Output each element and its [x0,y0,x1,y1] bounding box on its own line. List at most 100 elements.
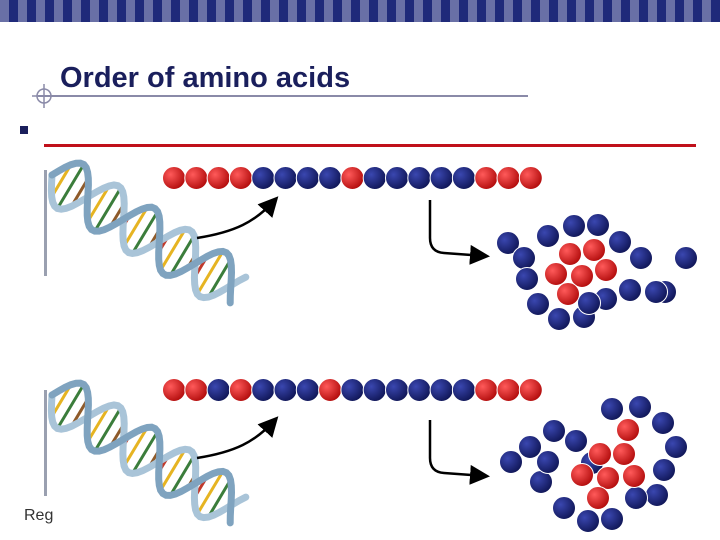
amino-acid-blue [577,291,601,315]
bullet-square-icon [20,126,28,134]
amino-acid-red [228,378,253,402]
header-checker-pattern [0,0,720,22]
dna-base-pair [93,187,123,232]
amino-acid-blue [629,246,653,270]
amino-acid-blue [385,378,409,402]
footer-text: Reg [24,507,54,524]
amino-acid-blue [562,214,586,238]
dna-base-pair [131,210,159,255]
dna-base-pair [196,470,225,515]
amino-acid-blue [295,166,320,190]
amino-acid-blue [407,378,432,402]
amino-acid-red [162,166,186,190]
amino-acid-red [622,464,646,488]
amino-acid-red [556,282,580,306]
bent-arrow-icon [428,200,490,265]
amino-acid-blue [536,450,560,474]
amino-acid-red [544,262,568,286]
amino-acid-blue [340,378,365,402]
dna-base-pair [196,250,225,295]
amino-acid-blue [624,486,648,510]
amino-acid-blue [499,450,523,474]
amino-acid-blue [628,395,652,419]
amino-acid-red [518,378,543,402]
amino-acid-red [206,166,231,190]
amino-acid-red [496,378,521,402]
amino-acid-blue [651,411,675,435]
amino-acid-blue [644,280,668,304]
amino-acid-red [474,378,499,402]
amino-acid-blue [362,378,387,402]
dna-base-pair [131,430,159,475]
amino-acid-red [586,486,610,510]
amino-acid-red [594,258,618,282]
amino-acid-blue [407,166,432,190]
amino-acid-red [612,442,636,466]
folded-protein-icon [499,395,688,533]
amino-acid-blue [451,166,476,190]
dna-base-pair [122,206,149,247]
folded-protein-icon [496,213,698,331]
amino-acid-red [162,378,186,402]
amino-acid-blue [273,378,298,402]
dna-helix-icon [44,379,250,527]
amino-acid-blue [515,267,539,291]
dna-base-pair [207,259,232,298]
amino-acid-blue [652,458,676,482]
amino-acid-red [518,166,543,190]
amino-acid-blue [273,166,298,190]
amino-acid-blue [251,378,276,402]
title-underline [38,95,528,97]
amino-acid-blue [645,483,669,507]
slide-title: Order of amino acids [60,62,351,94]
amino-acid-blue [451,378,476,402]
amino-acid-chain [162,166,543,190]
amino-acid-red [616,418,640,442]
amino-acid-red [184,378,209,402]
amino-acid-blue [512,246,536,270]
dna-base-pair [86,405,111,443]
dna-base-pair [207,479,232,518]
amino-acid-red [184,166,209,190]
amino-acid-blue [576,509,600,533]
dna-base-pair [56,383,86,430]
amino-acid-red [340,166,365,190]
amino-acid-blue [362,166,387,190]
slide-header-bar [0,0,720,22]
amino-acid-blue [295,378,320,402]
amino-acid-blue [496,231,520,255]
amino-acid-red [570,463,594,487]
amino-acid-blue [608,230,632,254]
dna-base-pair [93,407,123,452]
amino-acid-blue [536,224,560,248]
amino-acid-blue [547,307,571,331]
bent-arrow-icon [428,420,490,485]
amino-acid-red [228,166,253,190]
curved-arrow-icon [196,416,279,460]
amino-acid-red [474,166,499,190]
curved-arrow-icon [196,196,279,240]
amino-acid-blue [664,435,688,459]
blank-answer-line [44,144,696,147]
dna-helix-icon [44,159,250,307]
amino-acid-blue [251,166,276,190]
amino-acid-red [318,378,343,402]
amino-acid-blue [518,435,542,459]
amino-acid-blue [564,429,588,453]
amino-acid-blue [385,166,409,190]
amino-acid-red [588,442,612,466]
amino-acid-red [596,466,620,490]
amino-acid-blue [552,496,576,520]
dna-base-pair [169,454,196,497]
dna-base-pair [86,185,111,223]
amino-acid-blue [318,166,343,190]
dna-base-pair [169,234,196,277]
amino-acid-blue [600,507,624,531]
amino-acid-blue [542,419,566,443]
amino-acid-blue [674,246,698,270]
dna-base-pair [159,448,187,491]
amino-acid-chain [162,378,543,402]
amino-acid-blue [618,278,642,302]
amino-acid-red [582,238,606,262]
